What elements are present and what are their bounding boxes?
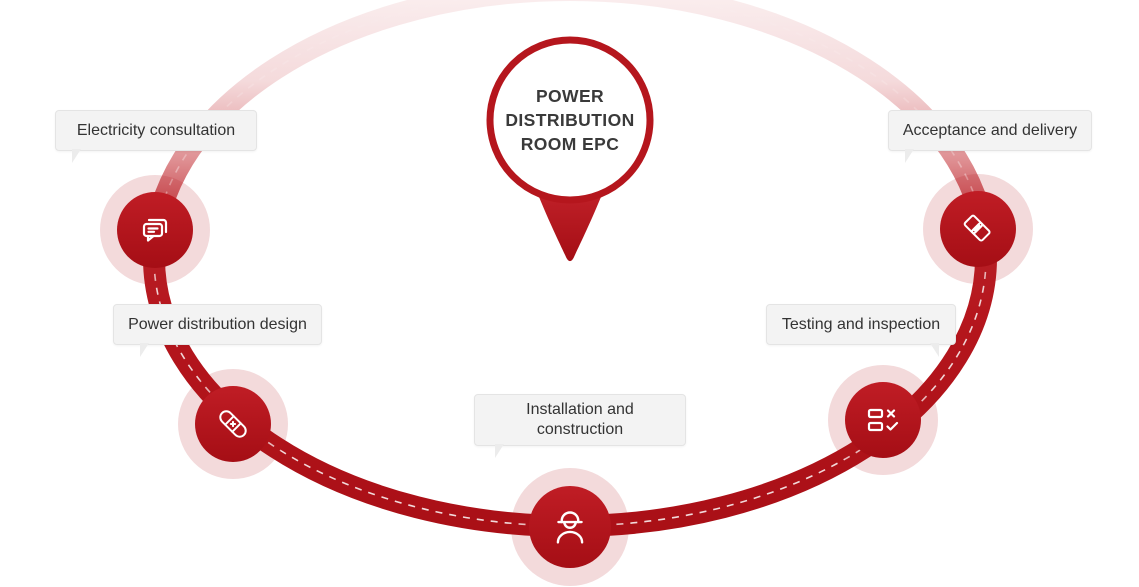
label-text: Testing and inspection <box>781 315 941 333</box>
node-power-distribution-design <box>178 369 288 479</box>
label-power-distribution-design: Power distribution design <box>113 304 322 357</box>
node-installation-construction <box>511 468 629 586</box>
center-title-line3: ROOM EPC <box>520 134 620 154</box>
construction-worker-icon <box>548 505 592 549</box>
label-electricity-consultation: Electricity consultation <box>55 110 257 163</box>
node-disc <box>529 486 611 568</box>
chat-bubbles-icon <box>135 210 175 250</box>
label-testing-inspection: Testing and inspection <box>766 304 956 357</box>
node-electricity-consultation <box>100 175 210 285</box>
node-acceptance-delivery <box>923 174 1033 284</box>
checklist-icon <box>863 400 903 440</box>
label-tail <box>72 149 81 163</box>
center-title-line1: POWER <box>535 86 605 106</box>
handshake-icon <box>958 209 998 249</box>
label-tail <box>905 149 914 163</box>
node-disc <box>845 382 921 458</box>
label-text: Installation and construction <box>526 401 634 438</box>
label-tail <box>495 444 504 458</box>
label-installation-construction: Installation and construction <box>474 394 686 458</box>
center-pin-circle <box>486 36 654 204</box>
center-title-line2: DISTRIBUTION <box>505 110 635 130</box>
center-title: POWER DISTRIBUTION ROOM EPC <box>490 84 650 156</box>
node-disc <box>195 386 271 462</box>
label-text: Power distribution design <box>128 315 307 333</box>
node-testing-inspection <box>828 365 938 475</box>
label-text: Acceptance and delivery <box>902 121 1078 139</box>
label-tail <box>930 343 939 357</box>
node-disc <box>117 192 193 268</box>
node-disc <box>940 191 1016 267</box>
label-text: Electricity consultation <box>76 121 236 139</box>
bandage-icon <box>213 404 253 444</box>
label-acceptance-delivery: Acceptance and delivery <box>888 110 1092 163</box>
label-tail <box>140 343 149 357</box>
center-pin-pointer <box>537 192 603 262</box>
